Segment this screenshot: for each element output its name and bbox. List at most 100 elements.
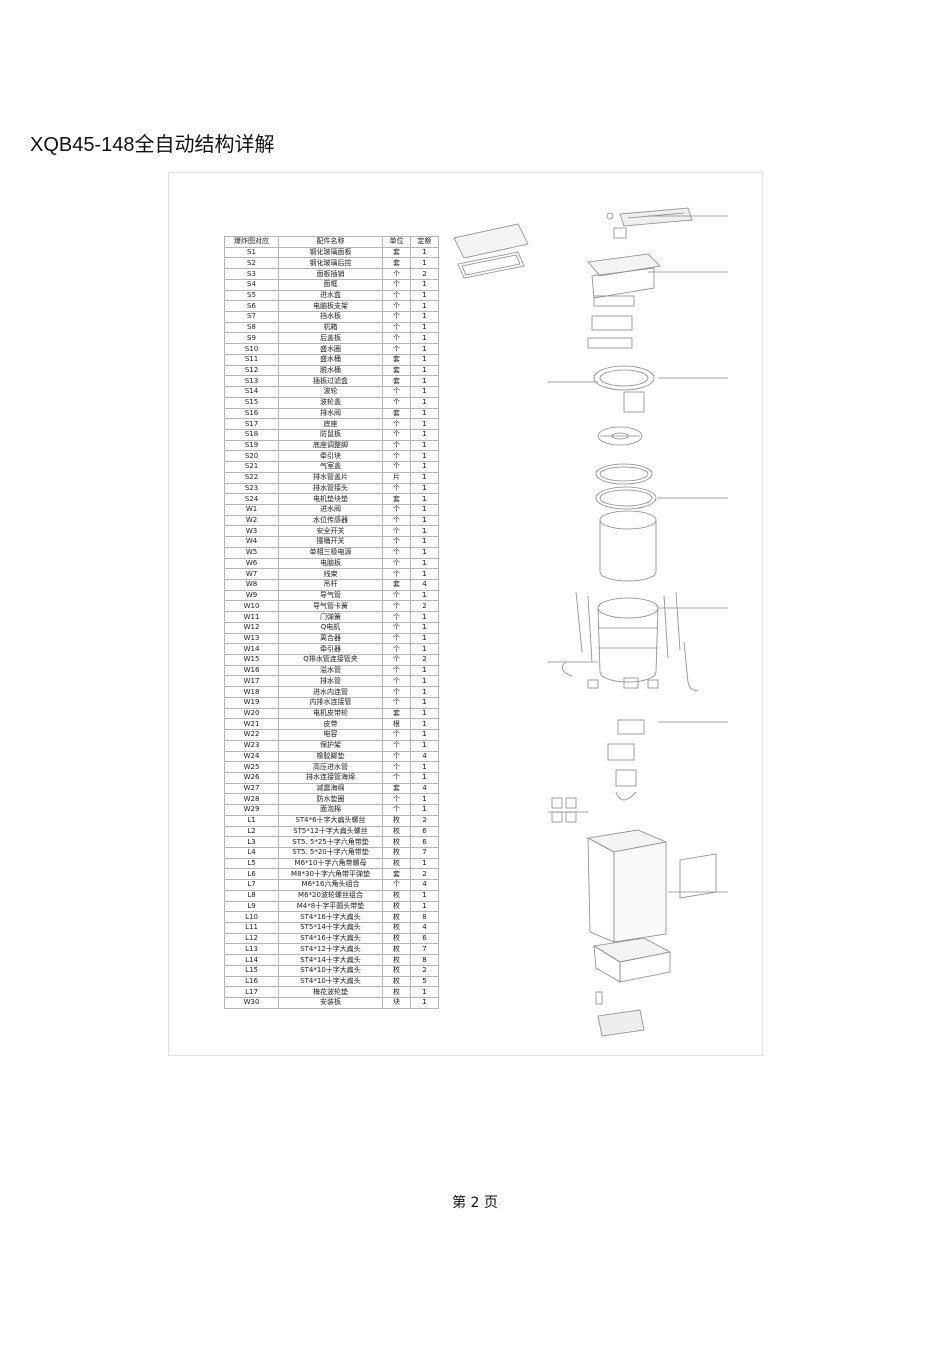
cell-part-name: ST5. 5*20十字六角带垫 [278,846,383,859]
cell-part-name: Q电机 [278,621,383,634]
cell-part-name: 溢水管 [278,664,383,677]
cell-quota: 1 [410,696,439,709]
cell-part-name: 梅花波轮垫 [278,986,383,999]
cell-part-name: 排水阀 [278,407,383,420]
cell-quota: 1 [410,289,439,302]
cell-quota: 1 [410,761,439,773]
cell-ref: S9 [224,332,279,345]
cell-part-name: 面泡棉 [278,804,383,816]
cell-unit: 个 [382,675,411,688]
cell-quota: 1 [410,632,439,645]
cell-unit: 个 [382,621,411,634]
cell-unit: 个 [382,804,411,816]
cell-part-name: 导气管 [278,589,383,602]
cell-part-name: 皮带 [278,718,383,731]
cell-quota: 1 [410,375,439,388]
cell-unit: 个 [382,557,411,570]
cell-unit: 个 [382,503,411,516]
cell-unit: 个 [382,793,411,806]
cell-part-name: 内排水连接管 [278,696,383,709]
cell-part-name: Q排水管连接管夹 [278,654,383,666]
cell-ref: S11 [224,353,279,366]
cell-part-name: 盛水圈 [278,343,383,355]
cell-ref: S8 [224,321,279,334]
cell-ref: S3 [224,268,279,280]
cell-quota: 1 [410,439,439,452]
cell-quota: 1 [410,428,439,441]
cell-unit: 枚 [382,964,411,977]
cell-part-name: 电脑板 [278,557,383,570]
cell-ref: L9 [224,900,279,913]
cell-ref: W17 [224,675,279,688]
cell-unit: 枚 [382,954,411,966]
cell-quota: 2 [410,964,439,977]
cell-part-name: 机箱 [278,321,383,334]
cell-part-name: 保护架 [278,739,383,752]
cell-ref: L6 [224,868,279,881]
cell-part-name: ST5*12十字大扁头螺丝 [278,825,383,838]
cell-part-name: 钢化玻璃后控 [278,257,383,270]
cell-part-name: 离合器 [278,632,383,645]
cell-part-name: 安全开关 [278,525,383,538]
cell-unit: 根 [382,718,411,731]
cell-part-name: M6*20波轮螺丝组合 [278,889,383,902]
cell-unit: 片 [382,471,411,484]
cell-ref: S13 [224,375,279,388]
cell-quota: 7 [410,943,439,956]
cell-unit: 个 [382,643,411,656]
cell-ref: S23 [224,482,279,495]
cell-ref: L2 [224,825,279,838]
cell-ref: S12 [224,364,279,377]
cell-quota: 1 [410,332,439,345]
cell-quota: 1 [410,611,439,623]
cell-quota: 1 [410,321,439,334]
cell-ref: S4 [224,278,279,291]
cell-ref: S6 [224,300,279,313]
cell-ref: S18 [224,428,279,441]
header-part-name: 配件名称 [278,236,383,248]
cell-ref: L16 [224,975,279,988]
cell-quota: 1 [410,568,439,580]
cell-part-name: M6*16六角头组合 [278,879,383,891]
cell-unit: 枚 [382,814,411,827]
exploded-view-diagram [453,207,728,1037]
cell-quota: 1 [410,503,439,516]
cell-quota: 1 [410,675,439,688]
cell-part-name: 进水盒 [278,289,383,302]
cell-unit: 个 [382,482,411,495]
header-unit: 单位 [382,236,411,248]
cell-unit: 个 [382,536,411,548]
cell-quota: 1 [410,461,439,473]
cell-part-name: 排水管接头 [278,482,383,495]
cell-ref: W6 [224,557,279,570]
cell-ref: S24 [224,493,279,505]
